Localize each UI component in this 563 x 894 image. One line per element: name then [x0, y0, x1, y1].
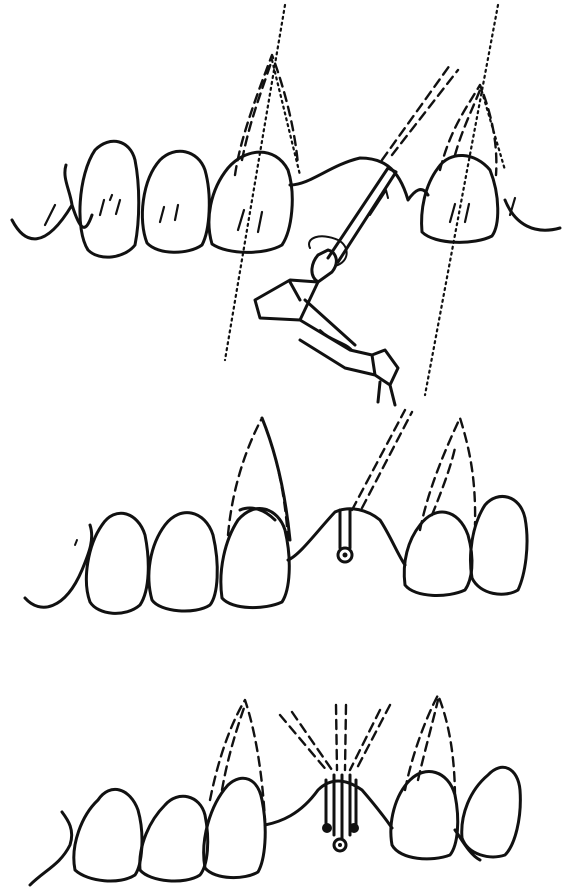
panel-2-tooth-2: [149, 513, 217, 611]
panel-2-tooth-5: [471, 496, 528, 594]
panel-3-root-right: [405, 695, 455, 800]
panel-3-implant-guides: [280, 705, 390, 772]
panel-3-implant-right-cap: [349, 823, 359, 833]
panel-3-tooth-1: [74, 789, 142, 881]
panel-1-root-outline-right: [440, 85, 496, 175]
handpiece-body: [255, 280, 398, 405]
panel-3-implant-cluster: [280, 705, 390, 851]
panel-2-implant: [338, 410, 412, 562]
panel-3-implants-placed: [30, 695, 520, 885]
handpiece-detail: [320, 330, 352, 350]
panel-1-tooth-hatching: [45, 195, 515, 232]
panel-1-tooth-2: [142, 151, 209, 252]
panel-1-gum-line: [12, 158, 560, 239]
panel-2-implant-post: [340, 510, 350, 548]
panel-2-mark: [75, 540, 77, 545]
drill-direction-arrow: [370, 190, 388, 215]
panel-2-implant-guide: [352, 410, 412, 510]
panel-1-axis-right-b: [480, 85, 505, 170]
panel-3-gum-line: [30, 781, 480, 885]
panel-1-drilling: [12, 5, 560, 405]
panel-2-implant-head-dot: [343, 553, 348, 558]
panel-2-implant-placed: [25, 410, 527, 613]
panel-3-root-left: [210, 700, 265, 820]
panel-2-tooth-1: [86, 513, 148, 613]
panel-3-tooth-3: [204, 778, 266, 877]
panel-2-tooth-4: [404, 512, 472, 595]
panel-3-implant-left-cap: [322, 823, 332, 833]
panel-3-tooth-4: [391, 772, 458, 859]
drill-guide-lines: [382, 65, 458, 160]
panel-3-tooth-5: [462, 767, 521, 857]
drill-bit: [328, 168, 396, 262]
panel-1-axis-right-a: [425, 5, 498, 395]
panel-1-root-outline-left: [235, 55, 298, 175]
panel-1-axis-left-a: [225, 5, 285, 360]
panel-1-tooth-4: [422, 155, 498, 242]
panel-3-implant-head-dot: [338, 843, 342, 847]
panel-2-tooth-3: [221, 509, 289, 608]
panel-3-tooth-2: [140, 796, 208, 881]
handpiece-head: [312, 250, 336, 282]
